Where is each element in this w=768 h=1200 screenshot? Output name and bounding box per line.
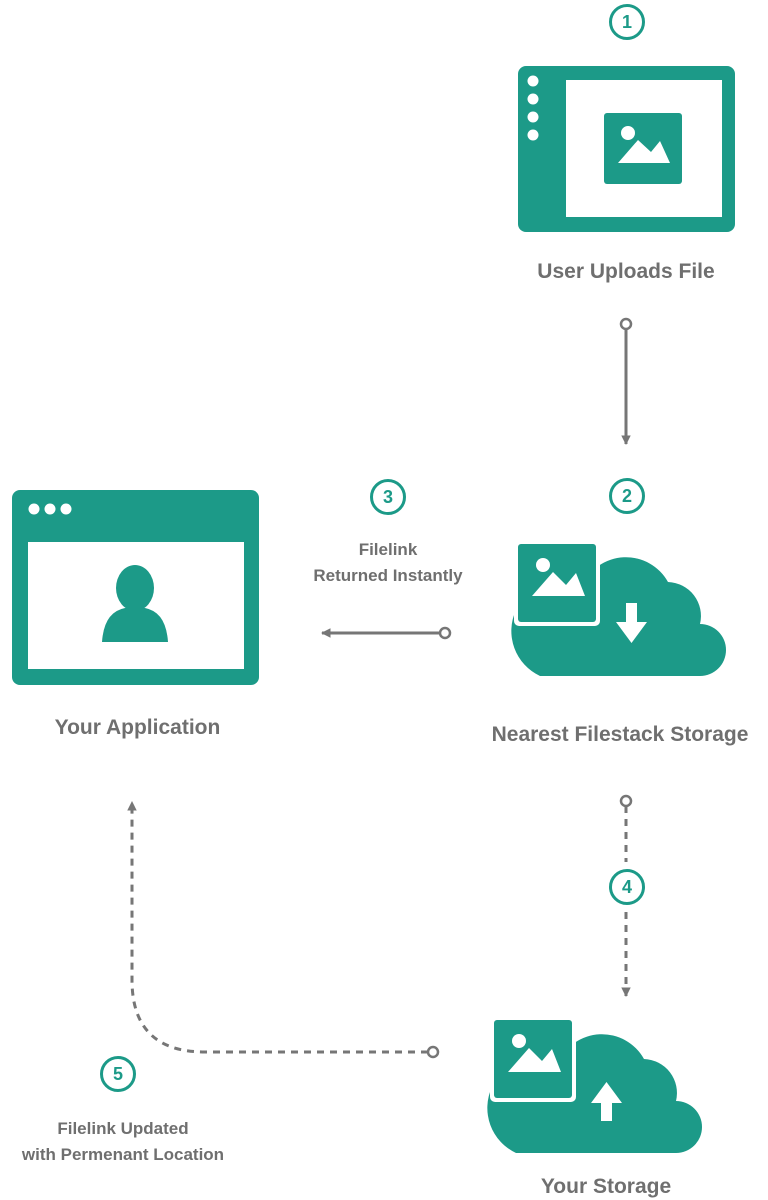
step-badge-5: 5 — [100, 1056, 136, 1092]
step-5-label-line-2: with Permenant Location — [21, 1145, 225, 1164]
node-label-application: Your Application — [54, 716, 221, 739]
app-window-user-icon — [12, 490, 259, 685]
browser-window-image-icon — [518, 66, 735, 232]
connector-filestack-to-application — [321, 626, 452, 640]
image-icon — [604, 113, 682, 184]
step-3-label: Filelink Returned Instantly — [288, 537, 488, 589]
node-label-storage: Your Storage — [540, 1175, 672, 1198]
node-label-upload: User Uploads File — [537, 260, 715, 283]
connector-filestack-to-storage — [619, 794, 633, 997]
step-badge-4: 4 — [609, 869, 645, 905]
step-3-label-line-2: Returned Instantly — [313, 566, 463, 585]
step-5-label-line-1: Filelink Updated — [57, 1119, 189, 1138]
node-label-filestack: Nearest Filestack Storage — [491, 723, 749, 746]
step-3-label-line-1: Filelink — [358, 540, 418, 559]
cloud-upload-image-icon — [487, 1016, 702, 1153]
step-badge-2: 2 — [609, 478, 645, 514]
user-icon — [102, 565, 168, 642]
step-badge-1: 1 — [609, 4, 645, 40]
connector-upload-to-filestack — [619, 317, 633, 445]
cloud-download-image-icon — [511, 540, 726, 676]
connector-storage-to-application — [127, 801, 440, 1059]
step-5-label: Filelink Updated with Permenant Location — [0, 1116, 246, 1168]
step-badge-3: 3 — [370, 479, 406, 515]
